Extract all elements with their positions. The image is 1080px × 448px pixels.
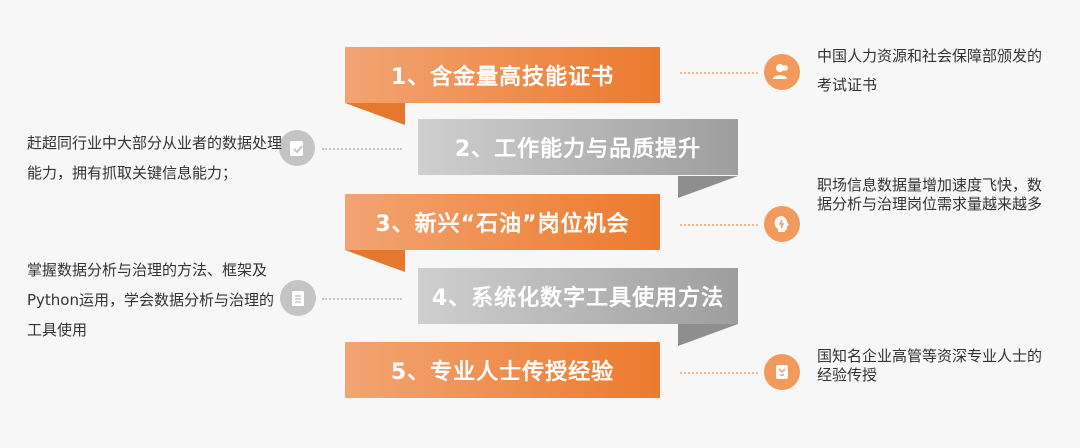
connector-1 (680, 72, 758, 74)
banner-fold (345, 103, 405, 125)
connector-3 (680, 224, 758, 226)
banner-label: 3、新兴“石油”岗位机会 (375, 212, 630, 237)
description-2: 赶超同行业中大部分从业者的数据处理能力，拥有抓取关键信息能力； (27, 134, 283, 182)
banner-1: 1、含金量高技能证书 (345, 47, 660, 103)
banner-label: 1、含金量高技能证书 (390, 65, 615, 90)
connector-5 (680, 372, 758, 374)
banner-3: 3、新兴“石油”岗位机会 (345, 194, 660, 250)
banner-label: 2、工作能力与品质提升 (454, 137, 702, 162)
description-5: 国知名企业高管等资深专业人士的经验传授 (817, 347, 1043, 384)
clipboard-check-icon (279, 130, 315, 166)
head-idea-icon (764, 206, 800, 242)
banner-4: 4、系统化数字工具使用方法 (418, 268, 738, 324)
users-icon (764, 54, 800, 90)
banner-label: 4、系统化数字工具使用方法 (431, 286, 725, 311)
connector-2 (322, 148, 402, 150)
badge-icon (764, 354, 800, 390)
banner-fold (678, 176, 738, 198)
description-1: 中国人力资源和社会保障部颁发的考试证书 (817, 47, 1043, 94)
banner-fold (345, 250, 405, 272)
banner-5: 5、专业人士传授经验 (345, 342, 660, 398)
banner-label: 5、专业人士传授经验 (390, 360, 615, 385)
banner-2: 2、工作能力与品质提升 (418, 119, 738, 175)
banner-fold (678, 324, 738, 346)
connector-4 (322, 298, 402, 300)
description-4: 掌握数据分析与治理的方法、框架及Python运用，学会数据分析与治理的工具使用 (27, 261, 274, 339)
document-icon (280, 280, 316, 316)
description-3: 职场信息数据量增加速度飞快，数据分析与治理岗位需求量越来越多 (817, 176, 1043, 213)
